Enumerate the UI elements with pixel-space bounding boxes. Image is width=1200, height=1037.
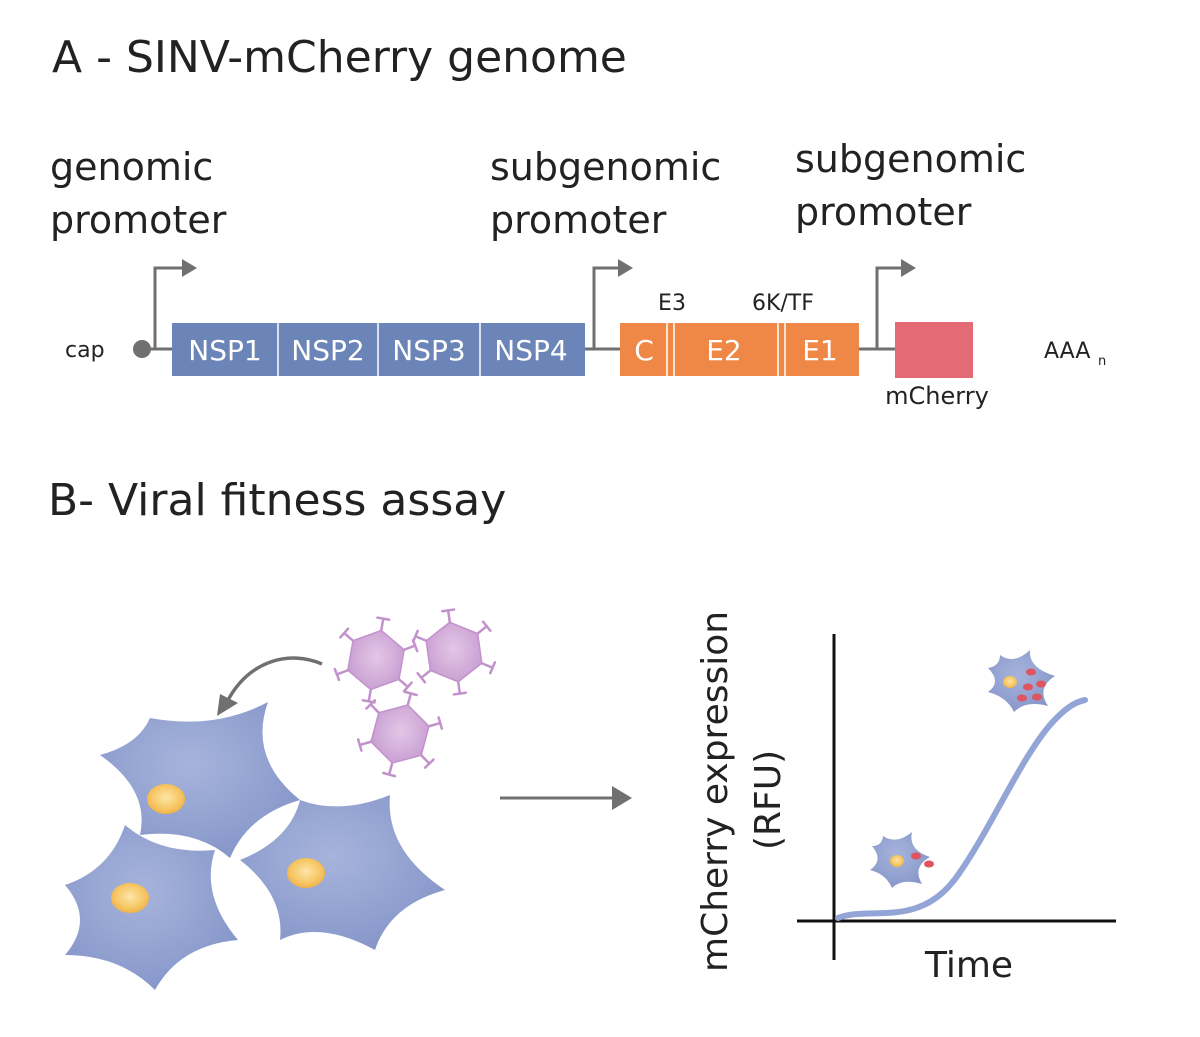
infection-arrowhead-icon xyxy=(217,694,238,716)
subgenomic-promoter-2-label-line1: subgenomic xyxy=(795,137,1026,181)
mcherry-block xyxy=(895,322,973,378)
subgenomic-promoter-2-arrow-icon xyxy=(875,259,916,349)
mcherry-dot xyxy=(1032,693,1042,701)
genomic-promoter-label-line2: promoter xyxy=(50,198,227,242)
host-cell-top-nucleus xyxy=(147,784,185,814)
polya-subscript: n xyxy=(1098,354,1106,369)
subgenomic-promoter-1-label-line1: subgenomic xyxy=(490,145,721,189)
mcherry-dot xyxy=(911,852,921,860)
cap-label: cap xyxy=(65,338,105,363)
infected-cell-late xyxy=(988,650,1055,712)
x-axis-label: Time xyxy=(924,945,1013,986)
subgenomic-promoter-2-label-line2: promoter xyxy=(795,190,972,234)
host-cell-left xyxy=(65,825,238,990)
host-cell-top xyxy=(100,702,300,858)
genomic-promoter-arrow-icon xyxy=(153,259,197,349)
subgenomic-promoter-1-arrow-icon xyxy=(592,259,633,349)
infection-arrow xyxy=(226,656,323,701)
panel-b-title: B- Viral fitness assay xyxy=(48,475,506,526)
structural-block xyxy=(620,323,859,376)
process-arrowhead-icon xyxy=(612,786,632,810)
polya-label: AAA xyxy=(1044,339,1090,364)
virus-particle-2 xyxy=(411,608,497,696)
cap-icon xyxy=(133,340,151,358)
e1-label: E1 xyxy=(802,334,838,367)
capsid-label: C xyxy=(634,334,654,367)
6k-tf-label: 6K/TF xyxy=(752,291,814,316)
e2-label: E2 xyxy=(706,334,742,367)
mcherry-dot xyxy=(1023,683,1033,691)
host-cell-right xyxy=(240,795,445,950)
host-cell-left-nucleus xyxy=(111,883,149,913)
mcherry-dot xyxy=(1026,668,1036,676)
nsp3-label: NSP3 xyxy=(392,334,465,367)
panel-a-title: A - SINV-mCherry genome xyxy=(52,32,627,83)
mcherry-dot xyxy=(924,860,934,868)
host-cell-right-nucleus xyxy=(287,858,325,888)
infected-cell-early-nucleus xyxy=(890,855,904,867)
infected-cell-early xyxy=(870,832,934,888)
mcherry-growth-curve xyxy=(835,697,1088,921)
virus-particle-3 xyxy=(356,690,444,778)
y-axis-label-line1: mCherry expression xyxy=(695,611,736,972)
subgenomic-promoter-1-label-line2: promoter xyxy=(490,198,667,242)
genomic-promoter-label-line1: genomic xyxy=(50,145,213,189)
mcherry-dot xyxy=(1036,680,1046,688)
e3-label: E3 xyxy=(658,291,686,316)
mcherry-dot xyxy=(1017,694,1027,702)
nsp2-label: NSP2 xyxy=(291,334,364,367)
infected-cell-late-nucleus xyxy=(1003,676,1017,688)
mcherry-label: mCherry xyxy=(885,382,989,410)
nsp4-label: NSP4 xyxy=(494,334,567,367)
nsp1-label: NSP1 xyxy=(188,334,261,367)
y-axis-label-line2: (RFU) xyxy=(748,750,789,850)
